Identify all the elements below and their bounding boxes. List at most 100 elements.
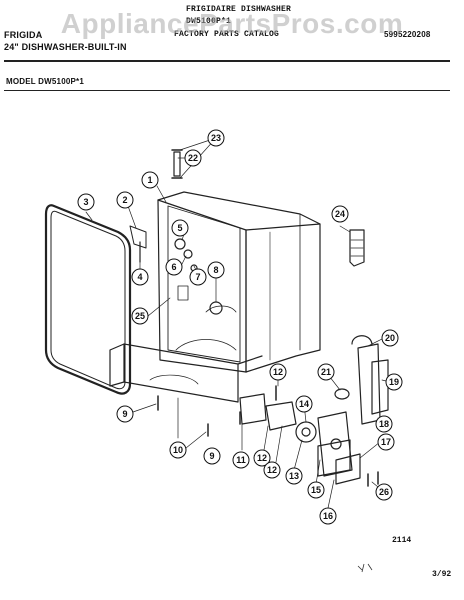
- callout-circle: [295, 395, 313, 413]
- callout-label: 9: [122, 409, 127, 419]
- callout-label: 21: [321, 367, 331, 377]
- callout-circle: [381, 329, 399, 347]
- watermark: AppliancePartsPros.com: [60, 8, 404, 39]
- callout-circle: [375, 483, 393, 501]
- hinge-bracket: [129, 225, 147, 263]
- callout-label: 22: [188, 153, 198, 163]
- product-line: 24" DISHWASHER-BUILT-IN: [4, 42, 127, 52]
- callout-circle: [253, 449, 271, 467]
- doc-title-line1: FRIGIDAIRE DISHWASHER: [186, 5, 292, 14]
- callout-group: 1234567899101112121213141516171819202122…: [77, 129, 403, 525]
- callout-label: 25: [135, 311, 145, 321]
- callout-label: 23: [211, 133, 221, 143]
- callout-26: 26: [375, 483, 393, 501]
- callout-label: 12: [273, 367, 283, 377]
- door-gasket: [44, 204, 132, 395]
- callout-label: 4: [137, 272, 142, 282]
- callout-label: 12: [267, 465, 277, 475]
- catalog-label: FACTORY PARTS CATALOG: [174, 30, 280, 39]
- callout-21: 21: [317, 363, 335, 381]
- callout-17: 17: [377, 433, 395, 451]
- callout-circle: [207, 129, 225, 147]
- callout-19: 19: [385, 373, 403, 391]
- pen-mark: [357, 563, 373, 573]
- callout-label: 14: [299, 399, 309, 409]
- callout-circle: [131, 307, 149, 325]
- revision-date: 3/92: [432, 570, 452, 579]
- callout-20: 20: [381, 329, 399, 347]
- callout-label: 20: [385, 333, 395, 343]
- callout-label: 12: [257, 453, 267, 463]
- callout-11: 11: [232, 451, 250, 469]
- callout-label: 13: [289, 471, 299, 481]
- callout-9: 9: [203, 447, 221, 465]
- callout-circle: [203, 447, 221, 465]
- callout-circle: [269, 363, 287, 381]
- callout-circle: [189, 268, 207, 286]
- callout-circle: [319, 507, 337, 525]
- callout-circle: [385, 373, 403, 391]
- callout-label: 15: [311, 485, 321, 495]
- callout-12: 12: [263, 461, 281, 479]
- callout-label: 6: [171, 262, 176, 272]
- callout-circle: [207, 261, 225, 279]
- callout-label: 5: [177, 223, 182, 233]
- callout-circle: [184, 149, 202, 167]
- callout-1: 1: [141, 171, 159, 189]
- tub-assembly: [157, 191, 321, 373]
- callout-3: 3: [77, 193, 95, 211]
- callout-10: 10: [169, 441, 187, 459]
- callout-label: 24: [335, 209, 345, 219]
- fill-assembly: [317, 335, 389, 485]
- callout-circle: [171, 219, 189, 237]
- callout-circle: [263, 461, 281, 479]
- callout-label: 26: [379, 487, 389, 497]
- callout-label: 11: [236, 455, 246, 465]
- callout-circle: [77, 193, 95, 211]
- callout-13: 13: [285, 467, 303, 485]
- spray-arm-parts: [171, 149, 183, 179]
- callout-8: 8: [207, 261, 225, 279]
- callout-9: 9: [116, 405, 134, 423]
- callout-label: 17: [381, 437, 391, 447]
- callout-15: 15: [307, 481, 325, 499]
- callout-14: 14: [295, 395, 313, 413]
- callout-circle: [307, 481, 325, 499]
- callout-16: 16: [319, 507, 337, 525]
- callout-circle: [131, 268, 149, 286]
- callout-circle: [116, 405, 134, 423]
- callout-circle: [377, 433, 395, 451]
- callout-circle: [116, 191, 134, 209]
- callout-label: 9: [209, 451, 214, 461]
- vent-hose: [349, 229, 365, 267]
- callout-circle: [331, 205, 349, 223]
- callout-circle: [285, 467, 303, 485]
- callout-label: 3: [83, 197, 88, 207]
- callout-7: 7: [189, 268, 207, 286]
- callout-circle: [375, 415, 393, 433]
- callout-2: 2: [116, 191, 134, 209]
- brand-label: FRIGIDA: [4, 30, 43, 40]
- callout-5: 5: [171, 219, 189, 237]
- callout-label: 18: [379, 419, 389, 429]
- header-rule: [4, 60, 450, 62]
- model-label: MODEL DW5100P*1: [6, 77, 84, 86]
- callout-4: 4: [131, 268, 149, 286]
- callout-24: 24: [331, 205, 349, 223]
- callout-label: 19: [389, 377, 399, 387]
- callout-circle: [165, 258, 183, 276]
- callout-12: 12: [269, 363, 287, 381]
- callout-12: 12: [253, 449, 271, 467]
- callout-25: 25: [131, 307, 149, 325]
- callout-23: 23: [207, 129, 225, 147]
- callout-22: 22: [184, 149, 202, 167]
- callout-circle: [169, 441, 187, 459]
- callout-label: 1: [147, 175, 152, 185]
- callout-circle: [232, 451, 250, 469]
- callout-label: 2: [122, 195, 127, 205]
- callout-circle: [141, 171, 159, 189]
- callout-18: 18: [375, 415, 393, 433]
- callout-label: 7: [195, 272, 200, 282]
- doc-title-line2: DW5100P*1: [186, 17, 232, 26]
